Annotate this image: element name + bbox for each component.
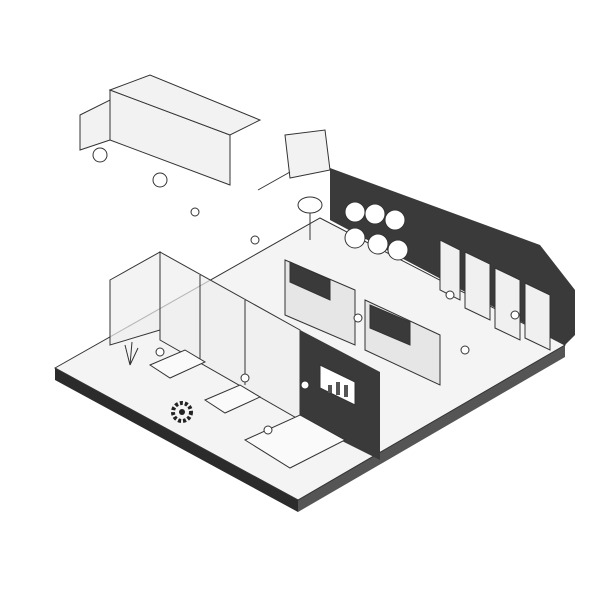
cable-reel-icon	[344, 201, 409, 261]
truck-icon	[79, 74, 262, 188]
machine-console-icon	[284, 259, 441, 386]
forklift-icon	[257, 129, 331, 191]
cloud-icon	[297, 196, 323, 240]
plant-icon	[124, 341, 139, 366]
desk-icon	[148, 349, 347, 469]
server-cabinet-icon	[439, 239, 551, 351]
gear-icon	[171, 401, 193, 423]
chart-screen-icon	[328, 382, 348, 397]
worker-icon	[155, 207, 520, 435]
glass-partition	[109, 251, 301, 421]
